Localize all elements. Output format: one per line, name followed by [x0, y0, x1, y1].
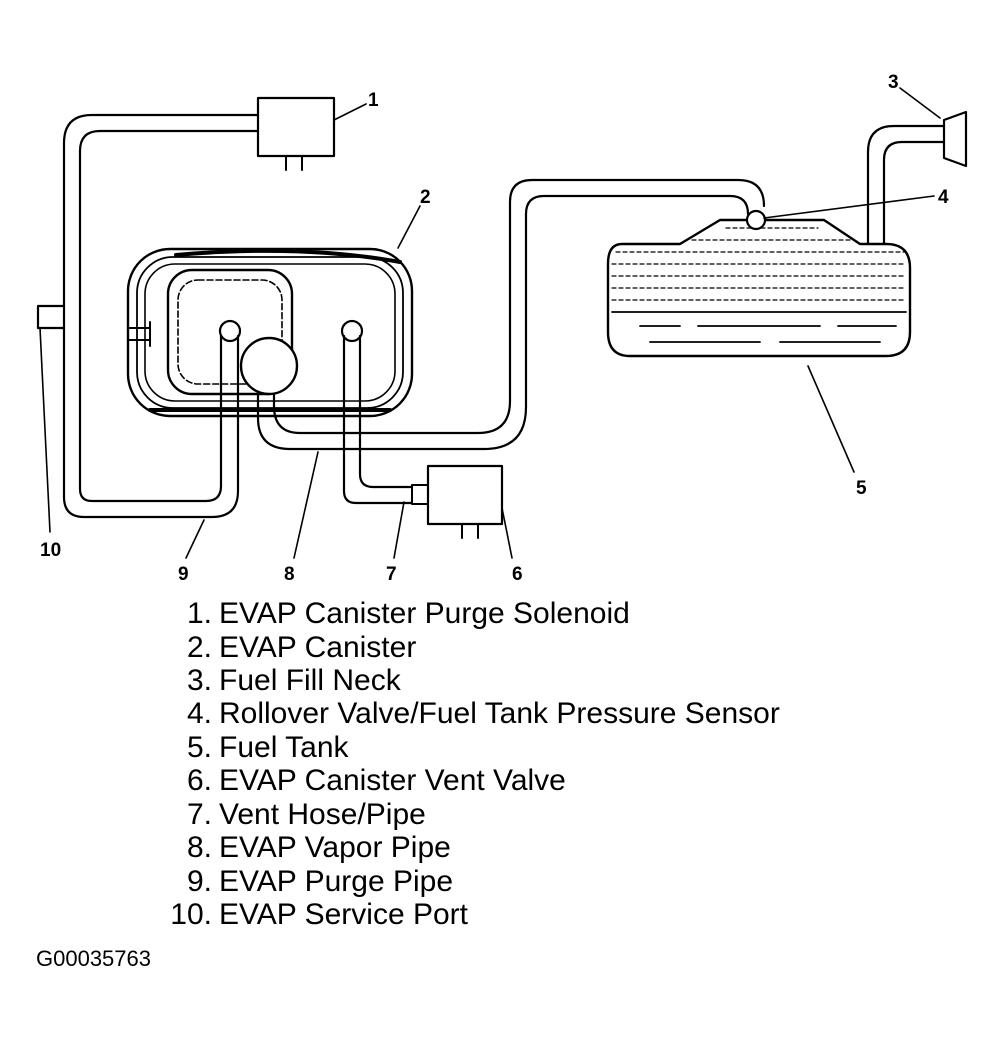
- legend-label: Fuel Tank: [219, 731, 349, 764]
- legend-number: 7.: [186, 798, 212, 831]
- legend-number: 4.: [186, 697, 212, 730]
- callout-6: 6: [512, 564, 523, 585]
- legend-label: Vent Hose/Pipe: [219, 798, 426, 831]
- callout-4: 4: [938, 187, 949, 208]
- evap-canister: [126, 247, 414, 418]
- callout-9: 9: [178, 564, 189, 585]
- callout-3: 3: [888, 72, 899, 93]
- purge-solenoid: [256, 96, 336, 171]
- legend-label: Fuel Fill Neck: [219, 664, 401, 697]
- legend-label: EVAP Canister Purge Solenoid: [219, 597, 630, 630]
- legend-number: 5.: [186, 731, 212, 764]
- legend-number: 10.: [170, 898, 212, 931]
- callout-5: 5: [856, 478, 867, 499]
- legend-number: 8.: [186, 831, 212, 864]
- callout-7: 7: [386, 564, 397, 585]
- figure-id: G00035763: [36, 946, 151, 971]
- legend-label: EVAP Canister: [219, 631, 417, 664]
- legend-label: EVAP Canister Vent Valve: [219, 764, 566, 797]
- legend-label: EVAP Purge Pipe: [219, 865, 454, 898]
- fuel-tank: [606, 218, 912, 358]
- callout-10: 10: [40, 540, 61, 561]
- vapor-pipe: [256, 178, 766, 451]
- fuel-fill-neck: [866, 110, 968, 246]
- callout-8: 8: [284, 564, 295, 585]
- legend-number: 9.: [186, 865, 212, 898]
- legend-number: 1.: [186, 597, 212, 630]
- purge-pipe: [62, 113, 260, 519]
- legend-number: 3.: [186, 664, 212, 697]
- legend-label: EVAP Service Port: [219, 898, 468, 931]
- service-port: [36, 304, 66, 330]
- callout-1: 1: [368, 90, 379, 111]
- callout-2: 2: [420, 187, 431, 208]
- legend-label: Rollover Valve/Fuel Tank Pressure Sensor: [219, 697, 780, 730]
- vent-hose: [342, 334, 414, 505]
- legend-number: 6.: [186, 764, 212, 797]
- legend-label: EVAP Vapor Pipe: [219, 831, 451, 864]
- legend-number: 2.: [186, 631, 212, 664]
- vent-valve: [411, 464, 504, 539]
- rollover-valve: [745, 209, 767, 231]
